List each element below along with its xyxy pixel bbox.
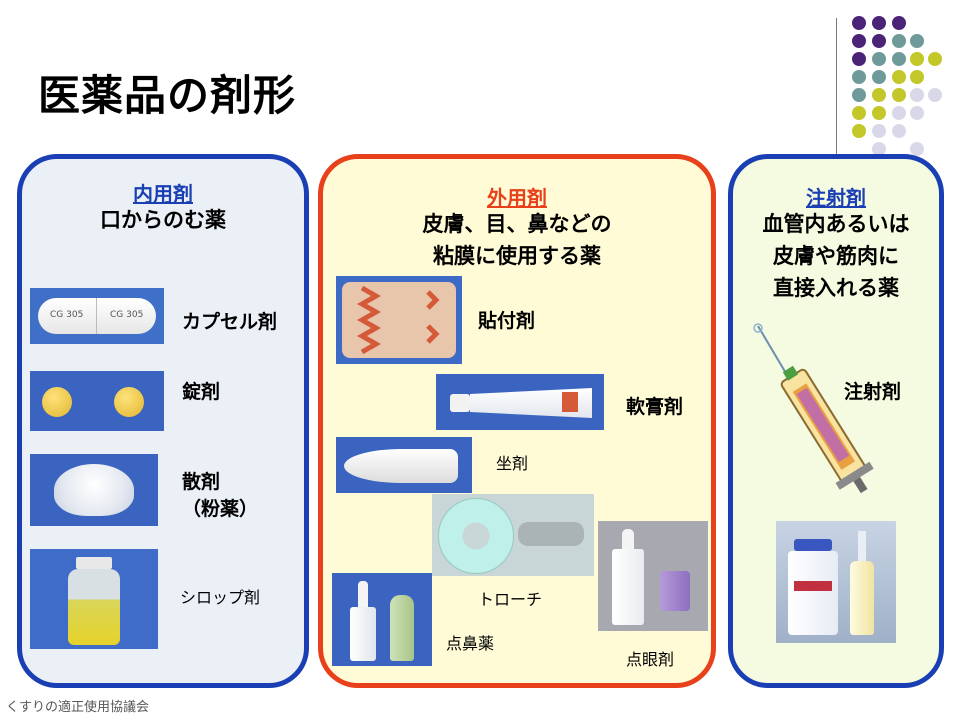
syrup-photo bbox=[30, 549, 158, 649]
page-title: 医薬品の剤形 bbox=[38, 71, 297, 120]
eye-drops-photo bbox=[598, 521, 708, 631]
syringe-illustration bbox=[753, 323, 874, 494]
powder-label: 散剤 bbox=[182, 471, 221, 493]
injection-label: 注射剤 bbox=[844, 381, 902, 403]
troche-label: トローチ bbox=[478, 590, 543, 609]
capsule-label: カプセル剤 bbox=[182, 311, 278, 333]
internal-description-line-1: 口からのむ薬 bbox=[100, 208, 226, 232]
eye-drops-label: 点眼剤 bbox=[626, 650, 675, 669]
syrup-label: シロップ剤 bbox=[180, 588, 261, 607]
capsule-photo: CG 305 CG 305 bbox=[30, 288, 164, 344]
ointment-photo bbox=[436, 374, 604, 430]
suppository-photo bbox=[336, 437, 472, 493]
injection-description-line-1: 血管内あるいは bbox=[762, 212, 910, 236]
suppository-label: 坐剤 bbox=[496, 454, 529, 473]
divider-line bbox=[836, 18, 837, 158]
footer-credit: くすりの適正使用協議会 bbox=[6, 700, 150, 715]
external-description-line-1: 皮膚、目、鼻などの bbox=[422, 212, 612, 236]
nasal-spray-label: 点鼻薬 bbox=[446, 634, 495, 653]
patch-photo bbox=[336, 276, 462, 364]
internal-description: 口からのむ薬 bbox=[17, 204, 309, 236]
injection-description: 血管内あるいは 皮膚や筋肉に 直接入れる薬 bbox=[728, 208, 944, 304]
patch-label: 貼付剤 bbox=[478, 310, 536, 332]
tablet-label: 錠剤 bbox=[182, 381, 221, 403]
injection-description-line-2: 皮膚や筋肉に bbox=[773, 244, 899, 268]
capsule-print-right: CG 305 bbox=[110, 310, 144, 320]
external-description-line-2: 粘膜に使用する薬 bbox=[433, 244, 601, 268]
troche-photo bbox=[432, 494, 594, 576]
injection-heading: 注射剤 bbox=[806, 186, 866, 210]
external-description: 皮膚、目、鼻などの 粘膜に使用する薬 bbox=[318, 208, 716, 272]
injection-description-line-3: 直接入れる薬 bbox=[773, 276, 899, 300]
capsule-print-left: CG 305 bbox=[50, 310, 84, 320]
ointment-label: 軟膏剤 bbox=[626, 396, 684, 418]
nasal-spray-photo bbox=[332, 573, 432, 666]
powder-label-sub: （粉薬） bbox=[182, 498, 259, 520]
injection-vials-photo bbox=[776, 521, 896, 643]
tablet-photo bbox=[30, 371, 164, 431]
powder-photo bbox=[30, 454, 158, 526]
internal-heading: 内用剤 bbox=[133, 182, 193, 206]
external-heading: 外用剤 bbox=[487, 186, 547, 210]
